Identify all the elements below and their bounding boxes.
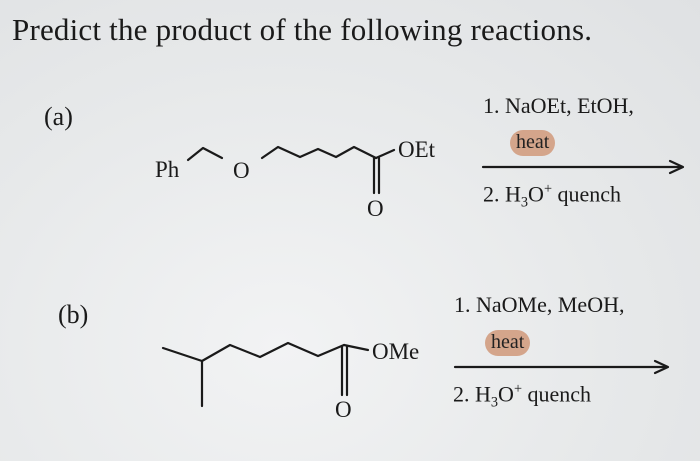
- structure-a-ph-label: Ph: [155, 157, 180, 182]
- conditions-a-heat: heat: [510, 130, 556, 156]
- structure-b-chain: [161, 341, 346, 363]
- arrow-a-head: [668, 159, 685, 175]
- conditions-b-step-1: 1. NaOMe, MeOH,: [454, 292, 625, 317]
- structure-b-carbonyl-o-label: O: [335, 397, 352, 422]
- part-a-label: (a): [44, 102, 73, 131]
- conditions-a-step-1: 1. NaOEt, EtOH,: [483, 93, 634, 118]
- structure-b-ome-label: OMe: [372, 339, 420, 364]
- conditions-a-step-2: 2. H3O+ quench: [483, 181, 622, 211]
- conditions-b-step-2: 2. H3O+ quench: [453, 381, 592, 411]
- question-title: Predict the product of the following rea…: [12, 12, 593, 47]
- structure-a-ether-o-label: O: [233, 158, 250, 183]
- structure-a-carbonyl-o-label: O: [367, 196, 384, 221]
- structure-a-bond-2: [260, 145, 378, 160]
- structure-a-bond-1: [186, 146, 224, 162]
- part-b-label: (b): [58, 300, 89, 329]
- structure-a-c-oet-bond: [374, 148, 396, 160]
- arrow-b-head: [653, 359, 670, 375]
- conditions-b-heat: heat: [485, 330, 531, 356]
- structure-a-oet-label: OEt: [398, 137, 436, 162]
